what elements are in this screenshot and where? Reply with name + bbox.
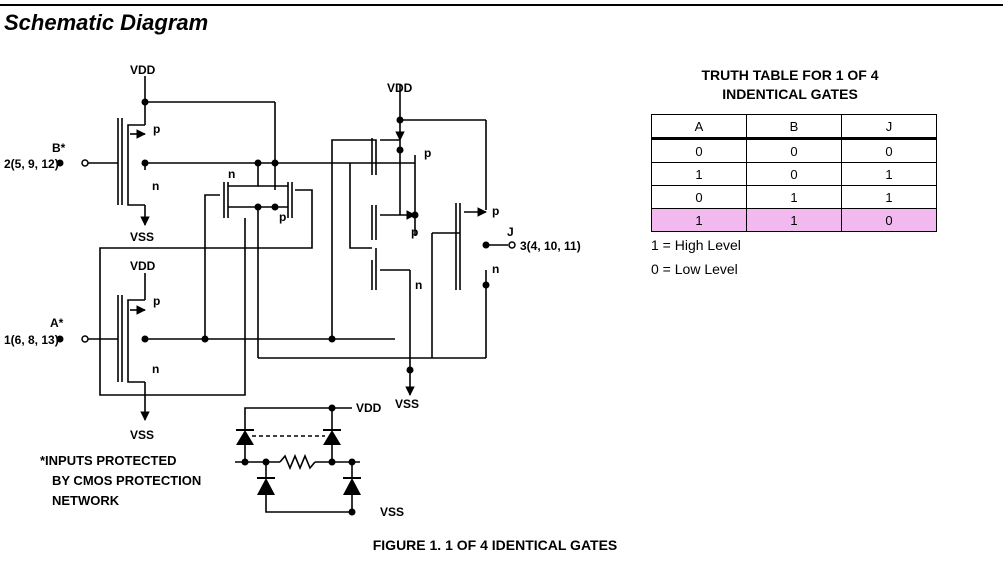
input-a-name: A* — [50, 316, 64, 330]
table-cell: 0 — [651, 138, 747, 163]
table-cell: 0 — [841, 138, 937, 163]
table-row: 0 1 1 — [651, 185, 937, 209]
figure-caption: FIGURE 1. 1 OF 4 IDENTICAL GATES — [372, 537, 618, 553]
header-a: A — [651, 114, 747, 140]
p-label-1: p — [153, 122, 160, 136]
section-title: Schematic Diagram — [4, 10, 209, 35]
output-pins: 3(4, 10, 11) — [520, 239, 581, 253]
table-row: 0 0 0 — [651, 138, 937, 163]
vdd-label-mid: VDD — [387, 81, 413, 95]
schematic-diagram: VDD VSS VDD VSS VDD VSS VDD VSS p n p n … — [4, 63, 581, 519]
footnote-line-1: *INPUTS PROTECTED — [40, 453, 177, 468]
legend-low: 0 = Low Level — [651, 261, 738, 277]
vdd-label-a: VDD — [130, 259, 156, 273]
vss-label-mid: VSS — [395, 397, 419, 411]
table-cell: 0 — [746, 162, 842, 186]
n-label-4: n — [492, 262, 499, 276]
p-label-tg: p — [279, 210, 286, 224]
vss-label-a: VSS — [130, 428, 154, 442]
legend-high: 1 = High Level — [651, 237, 741, 253]
table-cell: 1 — [746, 185, 842, 209]
n-label-tg: n — [228, 167, 235, 181]
output-name: J — [507, 225, 514, 239]
p-label-3: p — [424, 146, 431, 160]
top-rule — [0, 4, 1003, 6]
vss-label-protect: VSS — [380, 505, 404, 519]
table-cell: 1 — [746, 208, 842, 232]
table-cell: 0 — [746, 138, 842, 163]
input-b-pins: 2(5, 9, 12) — [4, 157, 59, 171]
table-cell: 1 — [841, 185, 937, 209]
truth-table-title-line-2: INDENTICAL GATES — [722, 86, 858, 102]
table-row: 1 0 1 — [651, 162, 937, 186]
p-label-5: p — [492, 204, 499, 218]
table-row-highlighted: 1 1 0 — [651, 208, 937, 232]
p-label-2: p — [153, 294, 160, 308]
footnote-line-3: NETWORK — [52, 493, 120, 508]
truth-table-title: TRUTH TABLE FOR 1 OF 4 INDENTICAL GATES — [660, 66, 920, 104]
input-b-name: B* — [52, 141, 66, 155]
table-cell: 0 — [651, 185, 747, 209]
footnote-line-2: BY CMOS PROTECTION — [52, 473, 202, 488]
footnote: *INPUTS PROTECTED BY CMOS PROTECTION NET… — [40, 451, 201, 511]
truth-table-title-line-1: TRUTH TABLE FOR 1 OF 4 — [701, 67, 879, 83]
truth-table: A B J 0 0 0 1 0 1 0 1 1 1 1 0 — [651, 114, 937, 232]
table-cell: 1 — [651, 208, 747, 232]
n-label-2: n — [152, 362, 159, 376]
p-label-4: p — [411, 225, 418, 239]
table-cell: 0 — [841, 208, 937, 232]
n-label-1: n — [152, 179, 159, 193]
header-j: J — [841, 114, 937, 140]
input-a-pins: 1(6, 8, 13) — [4, 333, 59, 347]
vdd-label-b: VDD — [130, 63, 156, 77]
truth-table-header-row: A B J — [651, 114, 937, 140]
header-b: B — [746, 114, 842, 140]
vdd-label-protect: VDD — [356, 401, 382, 415]
vss-label-b: VSS — [130, 230, 154, 244]
table-cell: 1 — [841, 162, 937, 186]
table-cell: 1 — [651, 162, 747, 186]
n-label-3: n — [415, 278, 422, 292]
